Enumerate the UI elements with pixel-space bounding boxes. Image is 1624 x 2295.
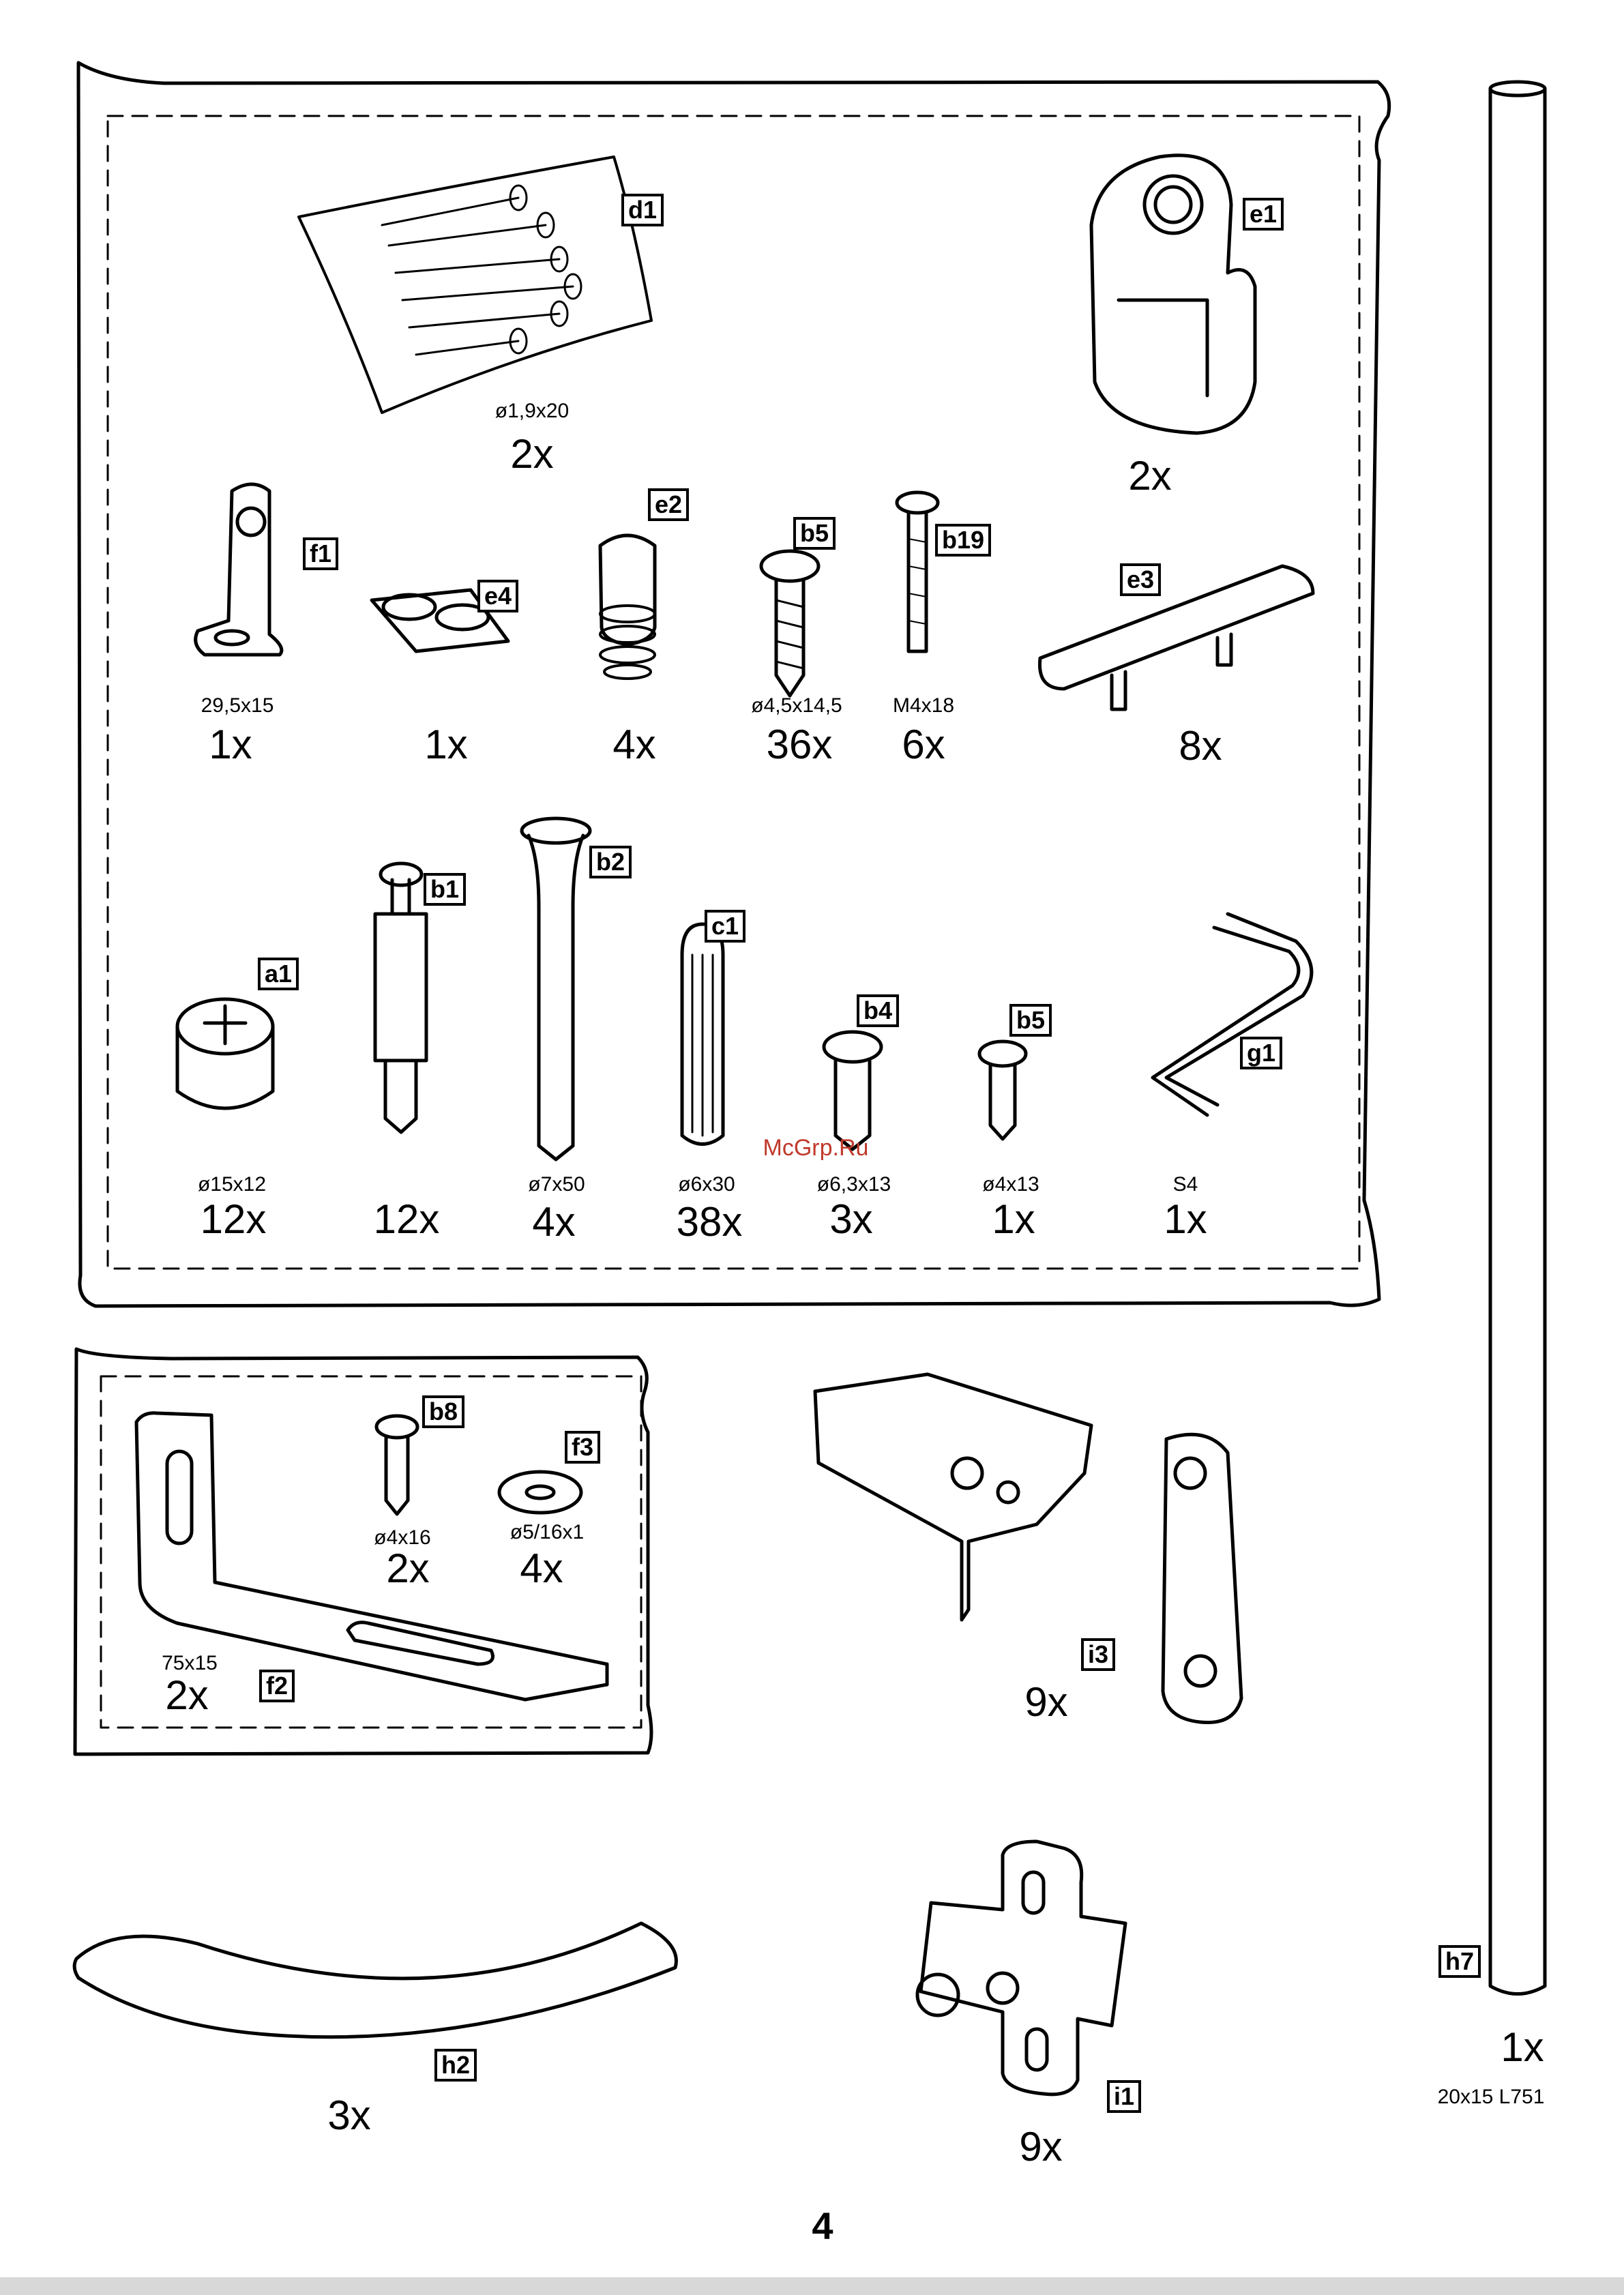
part-label-f3: f3 [565,1431,600,1464]
part-label-b5-small: b5 [1009,1004,1052,1037]
part-label-b8: b8 [422,1395,464,1428]
part-label-f1: f1 [303,537,338,570]
part-label-b5: b5 [793,517,836,550]
part-label-a1: a1 [258,958,299,990]
part-label-e4: e4 [477,580,518,612]
part-label-b2: b2 [589,846,632,878]
hinge-icon [815,1374,1241,1723]
part-qty-c1: 38x [677,1202,743,1243]
part-spec-b19: M4x18 [893,696,954,716]
part-spec-b2: ø7x50 [528,1174,585,1195]
part-qty-e2: 4x [612,724,655,765]
part-qty-f2: 2x [165,1675,208,1716]
hex-key-icon [1153,914,1312,1115]
part-qty-b1: 12x [374,1199,440,1240]
dowel-icon [682,924,723,1144]
part-qty-f3: 4x [520,1548,563,1589]
part-spec-c1: ø6x30 [678,1174,735,1195]
nail-bag-icon [299,157,651,413]
mounting-plate-icon [917,1841,1125,2094]
part-spec-g1: S4 [1173,1174,1198,1195]
part-qty-b5: 36x [767,724,833,765]
cam-lock-icon [177,999,273,1108]
part-label-e1: e1 [1243,198,1284,231]
handle-icon [1039,566,1313,709]
part-qty-b2: 4x [532,1202,575,1243]
screw-b8-icon [377,1416,417,1514]
part-label-i3: i3 [1081,1638,1115,1671]
part-label-d1: d1 [621,194,664,226]
part-label-h2: h2 [434,2049,477,2082]
machine-screw-icon [897,492,938,651]
part-qty-e3: 8x [1179,726,1222,767]
part-spec-h7: 20x15 L751 [1438,2087,1545,2107]
part-qty-e1: 2x [1128,456,1171,497]
watermark: McGrp.Ru [763,1136,869,1159]
part-qty-h7: 1x [1501,2027,1544,2068]
part-qty-b4: 3x [829,1199,872,1240]
part-spec-a1: ø15x12 [198,1174,266,1195]
washer-icon [499,1472,581,1513]
part-qty-b5-small: 1x [992,1199,1035,1240]
part-label-e3: e3 [1120,563,1161,596]
part-qty-e4: 1x [424,724,467,765]
part-qty-i1: 9x [1019,2127,1062,2167]
part-label-b1: b1 [424,873,466,906]
part-spec-d1: ø1,9x20 [495,401,569,421]
part-spec-f2: 75x15 [162,1653,218,1674]
rod-icon [1490,82,1545,1994]
angle-bracket-icon [196,484,282,655]
bag-seam-top [108,116,1359,1269]
part-qty-i3: 9x [1024,1682,1067,1723]
shelf-plug-icon [600,535,655,679]
rail-holder-icon [1091,156,1255,433]
part-spec-b5: ø4,5x14,5 [751,696,842,716]
part-qty-g1: 1x [1164,1199,1207,1240]
part-label-g1: g1 [1240,1037,1282,1069]
part-spec-b4: ø6,3x13 [817,1174,891,1195]
part-qty-d1: 2x [510,434,553,475]
connector-bolt-icon [375,863,426,1132]
part-label-h7: h7 [1438,1945,1481,1978]
part-spec-f1: 29,5x15 [201,696,274,716]
curved-plinth-icon [74,1923,676,2037]
part-label-b4: b4 [857,994,899,1027]
part-label-c1: c1 [705,910,745,943]
screw-b4-icon [824,1032,881,1149]
part-qty-b8: 2x [386,1548,429,1589]
part-label-f2: f2 [259,1670,295,1702]
screw-b2-icon [522,818,590,1159]
part-label-i1: i1 [1107,2080,1141,2113]
part-qty-a1: 12x [201,1199,267,1240]
part-label-e2: e2 [648,488,689,521]
part-qty-b19: 6x [902,724,945,765]
part-qty-h2: 3x [327,2095,370,2136]
part-spec-f3: ø5/16x1 [510,1522,584,1543]
part-label-b19: b19 [935,524,991,557]
page-number: 4 [812,2207,833,2245]
screw-b5-icon [761,551,818,696]
part-spec-b5-small: ø4x13 [982,1174,1039,1195]
screw-b5-small-icon [979,1041,1026,1139]
bag-outline-top [78,63,1389,1306]
bottom-bar [0,2277,1624,2295]
part-qty-f1: 1x [209,724,252,765]
